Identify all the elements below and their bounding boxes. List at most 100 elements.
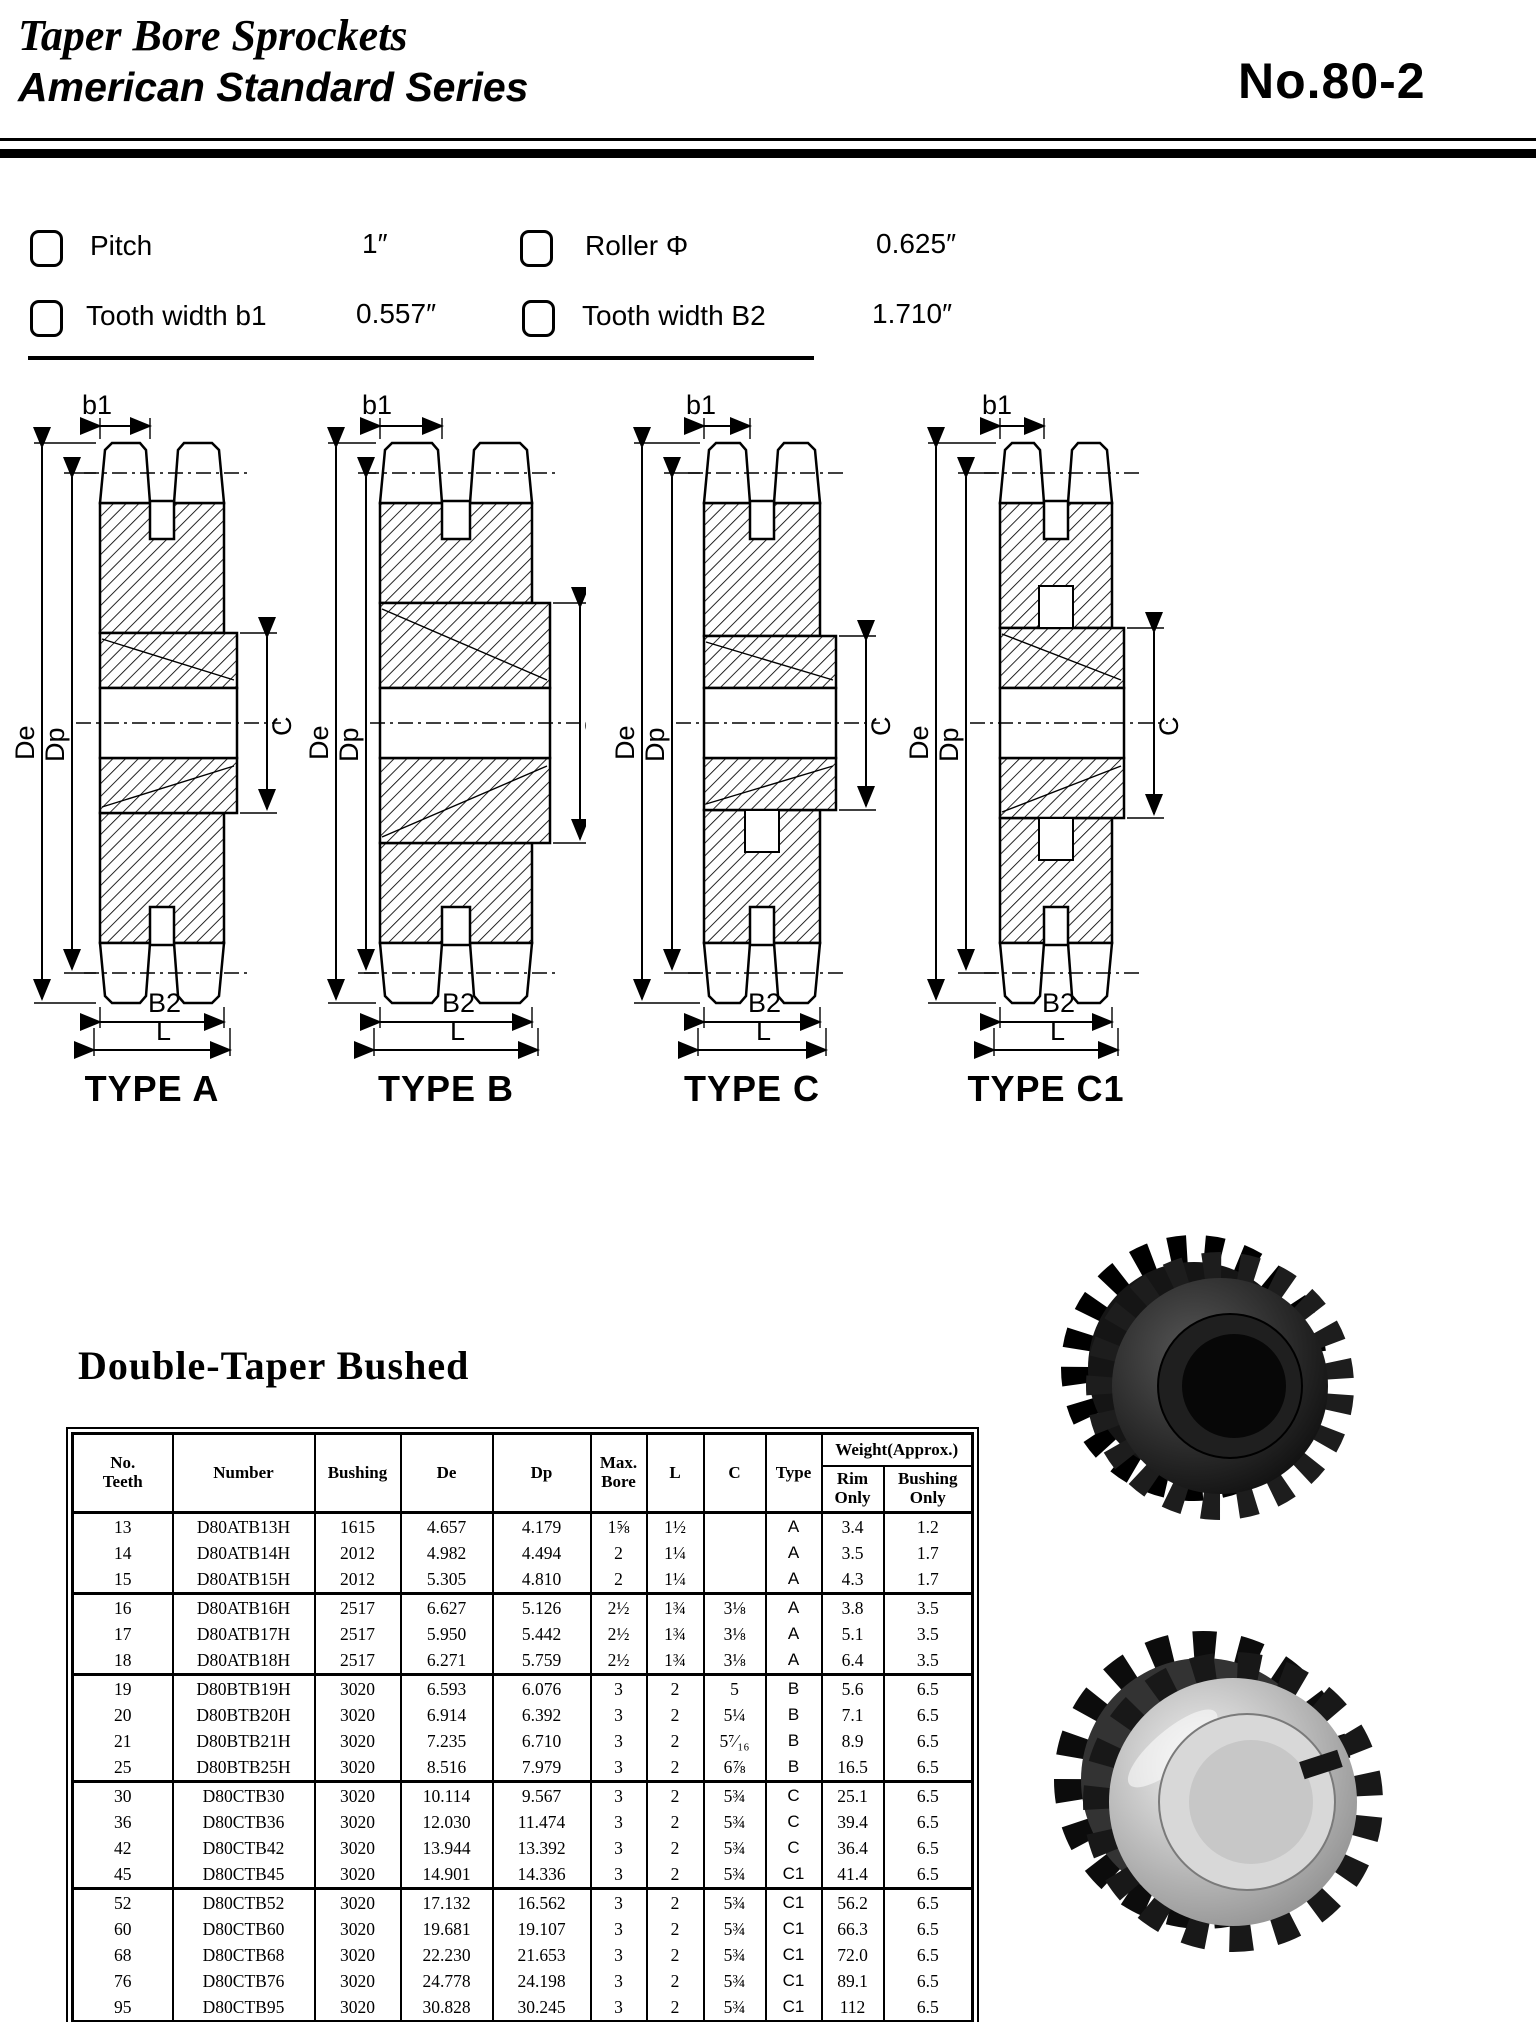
- cell-max_bore: 2½: [589, 1647, 648, 1676]
- page-number: No.80-2: [1238, 53, 1426, 109]
- col-header-l: L: [645, 1433, 705, 1514]
- cell-bushing: 3020: [313, 1861, 402, 1890]
- cell-l: 2: [645, 1781, 705, 1809]
- cell-no_teeth: 36: [71, 1809, 174, 1835]
- cell-type: C1: [764, 1968, 823, 1994]
- col-header-bushing-only: Bushing Only: [882, 1465, 974, 1514]
- col-header-bushing: Bushing: [313, 1433, 402, 1514]
- cell-bushing_only: 6.5: [882, 1781, 974, 1809]
- checkbox-icon: [30, 230, 63, 267]
- cell-bushing_only: 3.5: [882, 1647, 974, 1676]
- cell-max_bore: 3: [589, 1809, 648, 1835]
- cell-number: D80BTB20H: [171, 1702, 316, 1728]
- col-header-de: De: [399, 1433, 494, 1514]
- cell-number: D80CTB68: [171, 1942, 316, 1968]
- cell-l: 2: [645, 1728, 705, 1754]
- cell-rim_only: 16.5: [820, 1754, 885, 1783]
- cell-no_teeth: 42: [71, 1835, 174, 1861]
- cell-bushing_only: 1.7: [882, 1540, 974, 1566]
- col-header-number: Number: [171, 1433, 316, 1514]
- cell-dp: 6.392: [491, 1702, 592, 1728]
- cell-no_teeth: 95: [71, 1994, 174, 2022]
- page-title-line2: American Standard Series: [18, 64, 529, 110]
- cell-de: 6.627: [399, 1593, 494, 1621]
- dim-label-c: C: [267, 717, 292, 737]
- dim-label-dp: Dp: [40, 727, 70, 762]
- cell-bushing: 2517: [313, 1593, 402, 1621]
- cell-number: D80ATB18H: [171, 1647, 316, 1676]
- type-b-label: TYPE B: [377, 1068, 515, 1109]
- col-header-c: C: [702, 1433, 767, 1514]
- cell-bushing: 2517: [313, 1621, 402, 1647]
- spec-label-pitch: Pitch: [90, 230, 153, 261]
- cell-l: 2: [645, 1861, 705, 1890]
- cell-max_bore: 3: [589, 1835, 648, 1861]
- cell-de: 6.593: [399, 1674, 494, 1702]
- cell-de: 6.914: [399, 1702, 494, 1728]
- cell-c: [702, 1540, 767, 1566]
- cell-rim_only: 36.4: [820, 1835, 885, 1861]
- cell-type: C1: [764, 1942, 823, 1968]
- cell-number: D80CTB36: [171, 1809, 316, 1835]
- cell-type: C1: [764, 1861, 823, 1890]
- cell-no_teeth: 76: [71, 1968, 174, 1994]
- photo2-svg: [1054, 1631, 1383, 1952]
- cell-l: 1¾: [645, 1647, 705, 1676]
- dim-label-c: C: [580, 717, 586, 737]
- cell-no_teeth: 16: [71, 1593, 174, 1621]
- cell-dp: 14.336: [491, 1861, 592, 1890]
- cell-max_bore: 1⅝: [589, 1512, 648, 1540]
- cell-de: 17.132: [399, 1888, 494, 1916]
- cell-number: D80BTB25H: [171, 1754, 316, 1783]
- cell-c: 5¾: [702, 1888, 767, 1916]
- cell-c: 3⅛: [702, 1593, 767, 1621]
- type-c1-label: TYPE C1: [967, 1068, 1125, 1109]
- cell-bushing_only: 6.5: [882, 1809, 974, 1835]
- cell-bushing: 3020: [313, 1809, 402, 1835]
- dim-label-dp: Dp: [934, 727, 964, 762]
- cell-l: 2: [645, 1968, 705, 1994]
- spec-value-pitch: 1″: [362, 228, 388, 259]
- dim-label-de: De: [12, 725, 40, 760]
- cell-c: 5¾: [702, 1861, 767, 1890]
- cell-bushing_only: 6.5: [882, 1702, 974, 1728]
- sprocket-photo-light: [1028, 1582, 1438, 2018]
- cell-type: A: [764, 1593, 823, 1621]
- col-header-max-bore: Max. Bore: [589, 1433, 648, 1514]
- dim-label-dp: Dp: [640, 727, 670, 762]
- dim-label-b2: B2: [442, 988, 475, 1018]
- spec-label-roller: Roller Φ: [585, 230, 689, 261]
- section-title: Double-Taper Bushed: [78, 1343, 470, 1388]
- cell-rim_only: 3.5: [820, 1540, 885, 1566]
- cell-l: 2: [645, 1888, 705, 1916]
- cell-dp: 16.562: [491, 1888, 592, 1916]
- cell-bushing: 1615: [313, 1512, 402, 1540]
- cell-type: A: [764, 1512, 823, 1540]
- cell-c: 5¾: [702, 1916, 767, 1942]
- type-c-label: TYPE C: [683, 1068, 821, 1109]
- cell-number: D80CTB52: [171, 1888, 316, 1916]
- cell-dp: 9.567: [491, 1781, 592, 1809]
- cell-dp: 30.245: [491, 1994, 592, 2022]
- cell-bushing: 3020: [313, 1754, 402, 1783]
- cell-de: 13.944: [399, 1835, 494, 1861]
- cell-no_teeth: 20: [71, 1702, 174, 1728]
- cell-dp: 13.392: [491, 1835, 592, 1861]
- cell-bushing_only: 6.5: [882, 1968, 974, 1994]
- cell-bushing: 3020: [313, 1835, 402, 1861]
- cell-max_bore: 3: [589, 1674, 648, 1702]
- cell-rim_only: 3.8: [820, 1593, 885, 1621]
- cell-rim_only: 8.9: [820, 1728, 885, 1754]
- cell-l: 2: [645, 1702, 705, 1728]
- page-title-line1: Taper Bore Sprockets: [18, 11, 408, 60]
- cell-bushing: 3020: [313, 1916, 402, 1942]
